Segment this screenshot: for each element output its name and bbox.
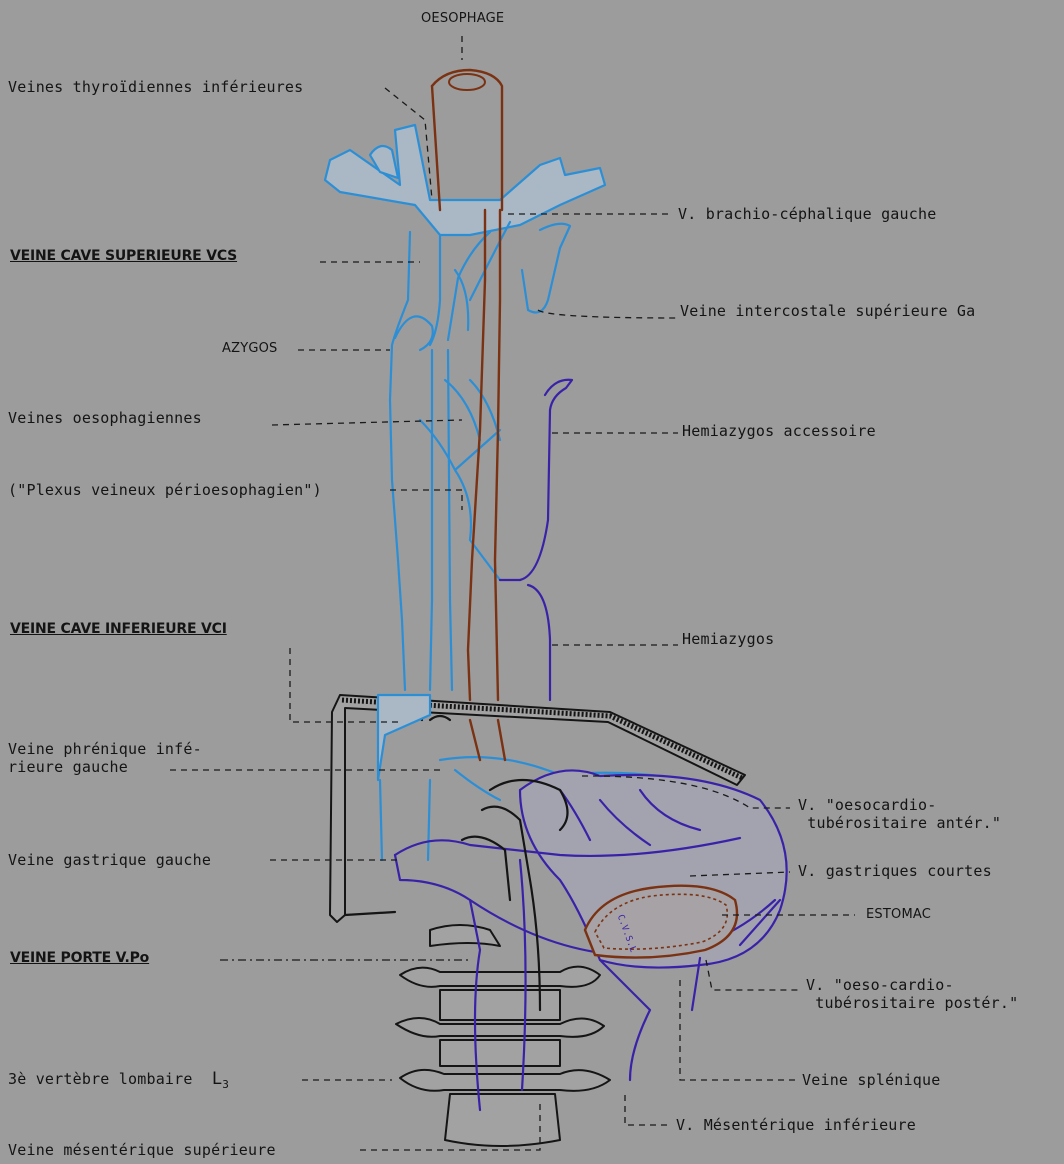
label-splenic-vein: Veine splénique: [802, 1071, 940, 1089]
label-stomach: ESTOMAC: [866, 906, 931, 924]
label-intercostal-vein: Veine intercostale supérieure Ga: [680, 302, 975, 320]
label-third-lumbar-vertebra: 3è vertèbre lombaire L3: [8, 1070, 229, 1094]
label-left-gastric-vein: Veine gastrique gauche: [8, 851, 211, 869]
label-azygos: AZYGOS: [222, 340, 278, 358]
caval-venous-system: [325, 125, 660, 860]
label-hemiazygos: Hemiazygos: [682, 630, 774, 648]
label-inferior-mesenteric-vein: V. Mésentérique inférieure: [676, 1116, 916, 1134]
label-vertebra-text: 3è vertèbre lombaire: [8, 1070, 193, 1088]
label-hemiazygos-accessory: Hemiazygos accessoire: [682, 422, 876, 440]
label-oesophageal-veins: Veines oesophagiennes: [8, 409, 202, 427]
label-superior-vena-cava: VEINE CAVE SUPERIEURE VCS: [10, 247, 237, 265]
label-thyroid-veins: Veines thyroïdiennes inférieures: [8, 78, 303, 96]
oesophagus: [432, 70, 505, 760]
label-oesocardio-anterior: V. "oesocardio- tubérositaire antér.": [798, 796, 1001, 832]
label-short-gastric-veins: V. gastriques courtes: [798, 862, 992, 880]
label-inferior-vena-cava: VEINE CAVE INFERIEURE VCI: [10, 620, 227, 638]
label-vertebra-l: L: [212, 1069, 222, 1089]
label-oesophage: OESOPHAGE: [421, 10, 504, 28]
label-brachiocephalic-vein: V. brachio-céphalique gauche: [678, 205, 936, 223]
hemiazygos-system: [500, 380, 572, 700]
label-phrenic-vein: Veine phrénique infé- rieure gauche: [8, 740, 202, 776]
label-superior-mesenteric-vein: Veine mésentérique supérieure: [8, 1141, 276, 1159]
label-portal-vein: VEINE PORTE V.Po: [10, 949, 149, 967]
label-periesophageal-plexus: ("Plexus veineux périoesophagien"): [8, 481, 322, 499]
label-oesocardio-posterior: V. "oeso-cardio- tubérositaire postér.": [806, 976, 1018, 1012]
label-vertebra-subscript: 3: [222, 1078, 229, 1091]
lumbar-vertebrae: [396, 925, 610, 1146]
